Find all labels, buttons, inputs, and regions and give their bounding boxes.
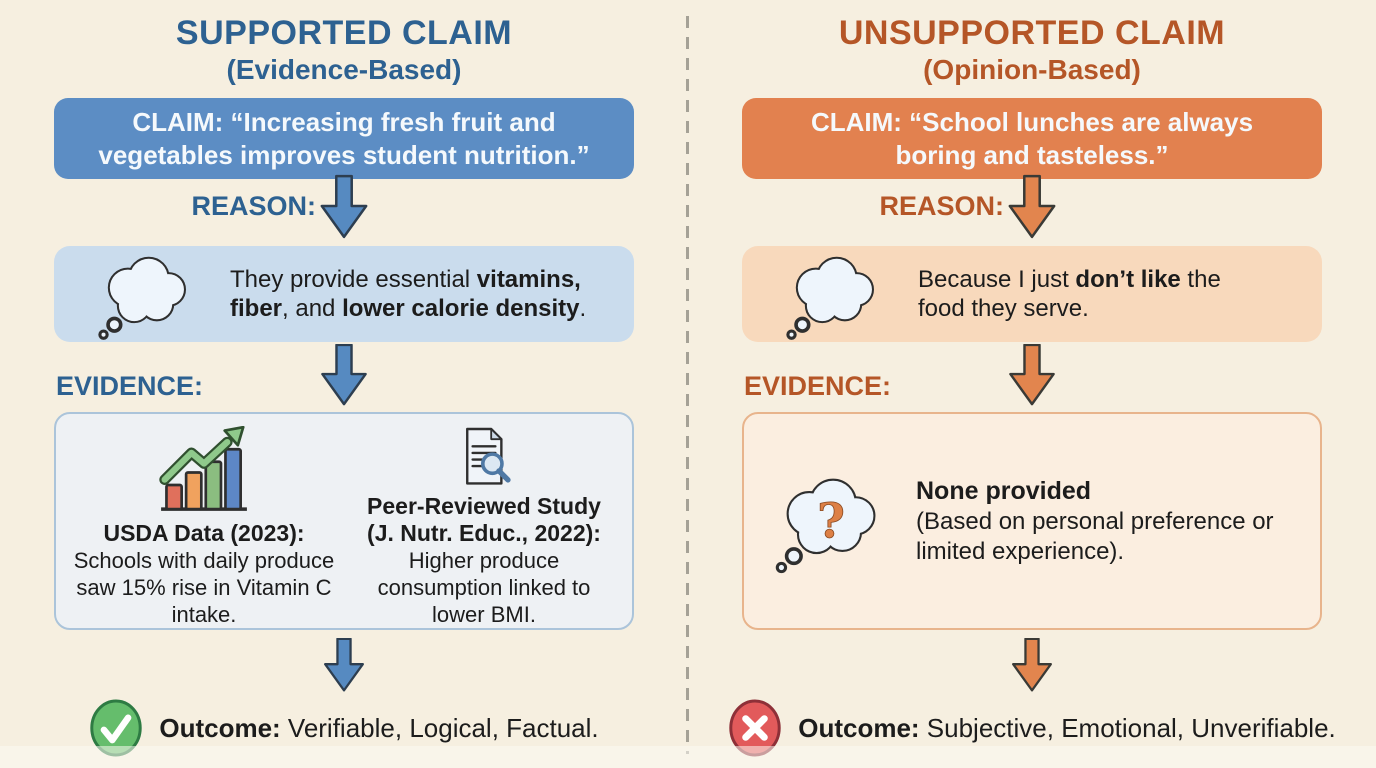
outcome-text: Outcome: Verifiable, Logical, Factual. bbox=[159, 712, 599, 743]
claim-text: CLAIM: “School lunches are always boring… bbox=[810, 107, 1254, 170]
reason-label: REASON: bbox=[879, 191, 1004, 222]
down-arrow-icon bbox=[320, 175, 368, 239]
panel-subtitle: (Opinion-Based) bbox=[923, 53, 1141, 85]
evidence-item-heading: USDA Data (2023): bbox=[103, 519, 305, 546]
evidence-row: EVIDENCE: bbox=[54, 342, 634, 408]
outcome-row: Outcome: Subjective, Emotional, Unverifi… bbox=[728, 698, 1336, 758]
supported-claim-panel: SUPPORTED CLAIM (Evidence-Based) CLAIM: … bbox=[54, 14, 634, 758]
reason-row: REASON: bbox=[54, 175, 634, 241]
reason-label: REASON: bbox=[191, 191, 316, 222]
check-circle-icon bbox=[90, 699, 143, 757]
evidence-text: None provided (Based on personal prefere… bbox=[916, 475, 1296, 568]
reason-text: Because I just don’t like the food they … bbox=[918, 266, 1221, 323]
evidence-box: USDA Data (2023): Schools with daily pro… bbox=[54, 412, 634, 631]
outcome-text: Outcome: Subjective, Emotional, Unverifi… bbox=[798, 712, 1336, 743]
claim-box: CLAIM: “School lunches are always boring… bbox=[742, 98, 1322, 180]
question-cloud-icon: ? bbox=[775, 479, 876, 574]
bottom-band bbox=[0, 746, 1376, 768]
down-arrow-icon bbox=[321, 344, 367, 406]
unsupported-claim-panel: UNSUPPORTED CLAIM (Opinion-Based) CLAIM:… bbox=[688, 0, 1376, 768]
evidence-heading: None provided bbox=[916, 476, 1092, 505]
x-circle-icon bbox=[729, 699, 781, 757]
down-arrow-icon bbox=[1008, 175, 1056, 239]
thought-cloud-icon bbox=[98, 257, 186, 341]
document-magnifier-icon bbox=[466, 428, 511, 486]
evidence-row: EVIDENCE: bbox=[742, 342, 1322, 408]
outcome-arrow-row bbox=[54, 638, 634, 694]
reason-box: Because I just don’t like the food they … bbox=[742, 246, 1322, 343]
outcome-row: Outcome: Verifiable, Logical, Factual. bbox=[89, 698, 599, 758]
evidence-item-heading: Peer-Reviewed Study (J. Nutr. Educ., 202… bbox=[367, 492, 601, 546]
evidence-item-body: Higher produce consumption linked to low… bbox=[377, 548, 591, 627]
evidence-label: EVIDENCE: bbox=[744, 371, 892, 402]
outcome-arrow-row bbox=[742, 638, 1322, 694]
evidence-label: EVIDENCE: bbox=[56, 371, 204, 402]
claim-box: CLAIM: “Increasing fresh fruit and veget… bbox=[54, 98, 634, 180]
evidence-box: ? None provided (Based on personal prefe… bbox=[742, 412, 1322, 631]
panel-title: SUPPORTED CLAIM bbox=[175, 14, 513, 52]
bar-chart-trend-icon bbox=[159, 426, 247, 512]
column-divider bbox=[686, 16, 689, 754]
down-arrow-icon bbox=[324, 638, 364, 692]
evidence-item: Peer-Reviewed Study (J. Nutr. Educ., 202… bbox=[352, 426, 616, 628]
reason-box: They provide essential vitamins, fiber, … bbox=[54, 246, 634, 343]
panel-title: UNSUPPORTED CLAIM bbox=[838, 14, 1226, 52]
evidence-body: (Based on personal preference or limited… bbox=[916, 507, 1274, 566]
reason-row: REASON: bbox=[742, 175, 1322, 241]
reason-text: They provide essential vitamins, fiber, … bbox=[230, 266, 587, 323]
panel-subtitle: (Evidence-Based) bbox=[226, 53, 462, 85]
evidence-item-body: Schools with daily produce saw 15% rise … bbox=[73, 548, 335, 627]
thought-cloud-icon bbox=[786, 257, 874, 341]
evidence-item: USDA Data (2023): Schools with daily pro… bbox=[72, 426, 336, 628]
down-arrow-icon bbox=[1012, 638, 1052, 692]
down-arrow-icon bbox=[1009, 344, 1055, 406]
claim-text: CLAIM: “Increasing fresh fruit and veget… bbox=[98, 107, 590, 170]
svg-text:?: ? bbox=[817, 494, 845, 550]
